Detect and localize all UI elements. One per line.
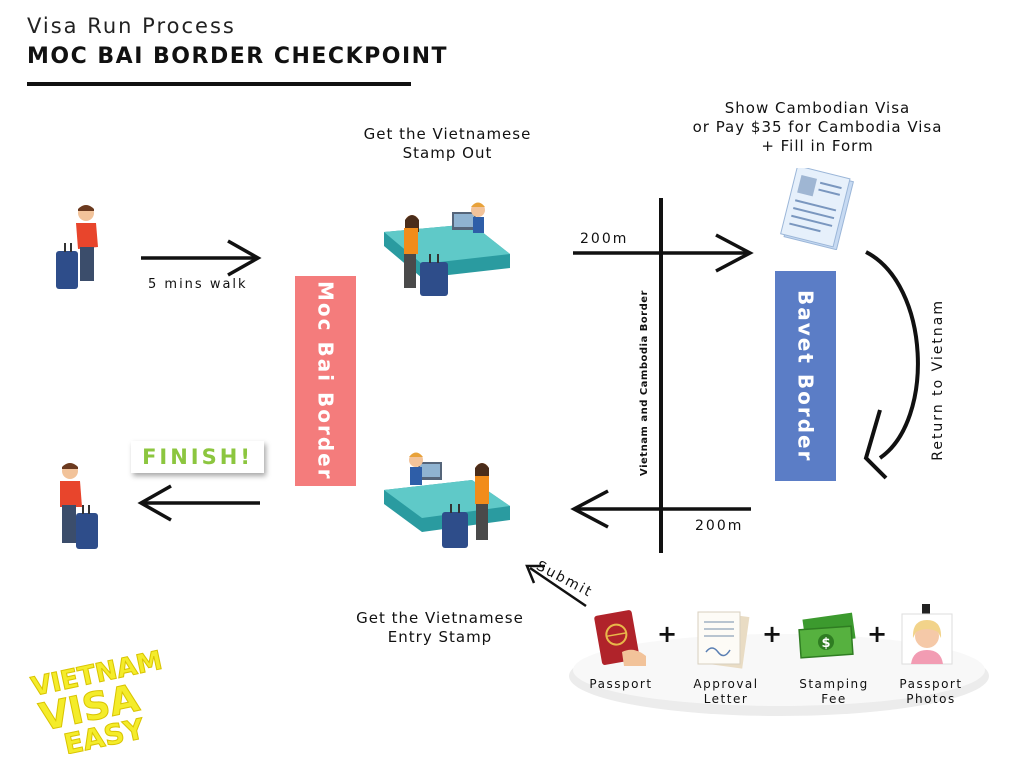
stamping-fee-label: Stamping Fee — [799, 677, 869, 706]
to-vietnam-arrow — [570, 489, 751, 529]
vietnam-visa-easy-logo: VIETNAM VISA EASY — [28, 648, 165, 754]
passport-photos-label: Passport Photos — [899, 677, 963, 706]
stamping-fee-icon: $ — [798, 612, 856, 659]
passport-label: Passport — [589, 677, 653, 691]
entry-line-1: Get the Vietnamese — [356, 609, 524, 627]
moc-bai-border-label: Moc Bai Border — [313, 281, 338, 481]
cambodia-line-1: Show Cambodian Visa — [724, 99, 911, 117]
stamp-out-caption: Get the Vietnamese Stamp Out — [345, 125, 550, 163]
finish-badge: FINISH! — [131, 441, 264, 473]
passport-icon — [594, 610, 646, 666]
title-underline — [27, 82, 411, 86]
submit-arrow — [525, 564, 587, 608]
plus-icon: + — [762, 620, 783, 648]
bavet-border-box: Bavet Border — [775, 271, 836, 481]
entry-stamp-caption: Get the Vietnamese Entry Stamp — [340, 609, 540, 647]
visa-form-icon — [780, 168, 854, 250]
cambodia-line-2: or Pay $35 for Cambodia Visa — [692, 118, 943, 136]
page-title: MOC BAI BORDER CHECKPOINT — [27, 44, 449, 69]
cambodia-visa-caption: Show Cambodian Visa or Pay $35 for Cambo… — [670, 99, 965, 156]
passport-photo-icon — [901, 604, 953, 665]
distance-top-label: 200m — [580, 231, 629, 247]
return-arrow — [863, 250, 920, 480]
page-subtitle: Visa Run Process — [27, 14, 236, 38]
entry-line-2: Entry Stamp — [387, 628, 493, 646]
documents-plate — [569, 634, 989, 716]
traveller-finish-icon — [60, 463, 98, 549]
stamp-out-counter-icon — [384, 202, 510, 296]
moc-bai-border-box: Moc Bai Border — [295, 276, 356, 486]
entry-stamp-counter-icon — [384, 452, 510, 548]
svg-text:$: $ — [821, 636, 830, 651]
exit-arrow — [137, 484, 260, 522]
plus-icon: + — [657, 620, 678, 648]
stamp-out-line-1: Get the Vietnamese — [363, 125, 532, 143]
walk-label: 5 mins walk — [148, 277, 248, 292]
approval-letter-icon — [697, 611, 750, 669]
approval-letter-label: Approval Letter — [693, 677, 759, 706]
cambodia-line-3: + Fill in Form — [761, 137, 874, 155]
distance-bottom-label: 200m — [695, 518, 744, 534]
plus-icon: + — [867, 620, 888, 648]
walk-arrow — [141, 239, 262, 277]
stamp-out-line-2: Stamp Out — [402, 144, 493, 162]
bavet-border-label: Bavet Border — [793, 289, 818, 463]
traveller-start-icon — [56, 205, 98, 289]
